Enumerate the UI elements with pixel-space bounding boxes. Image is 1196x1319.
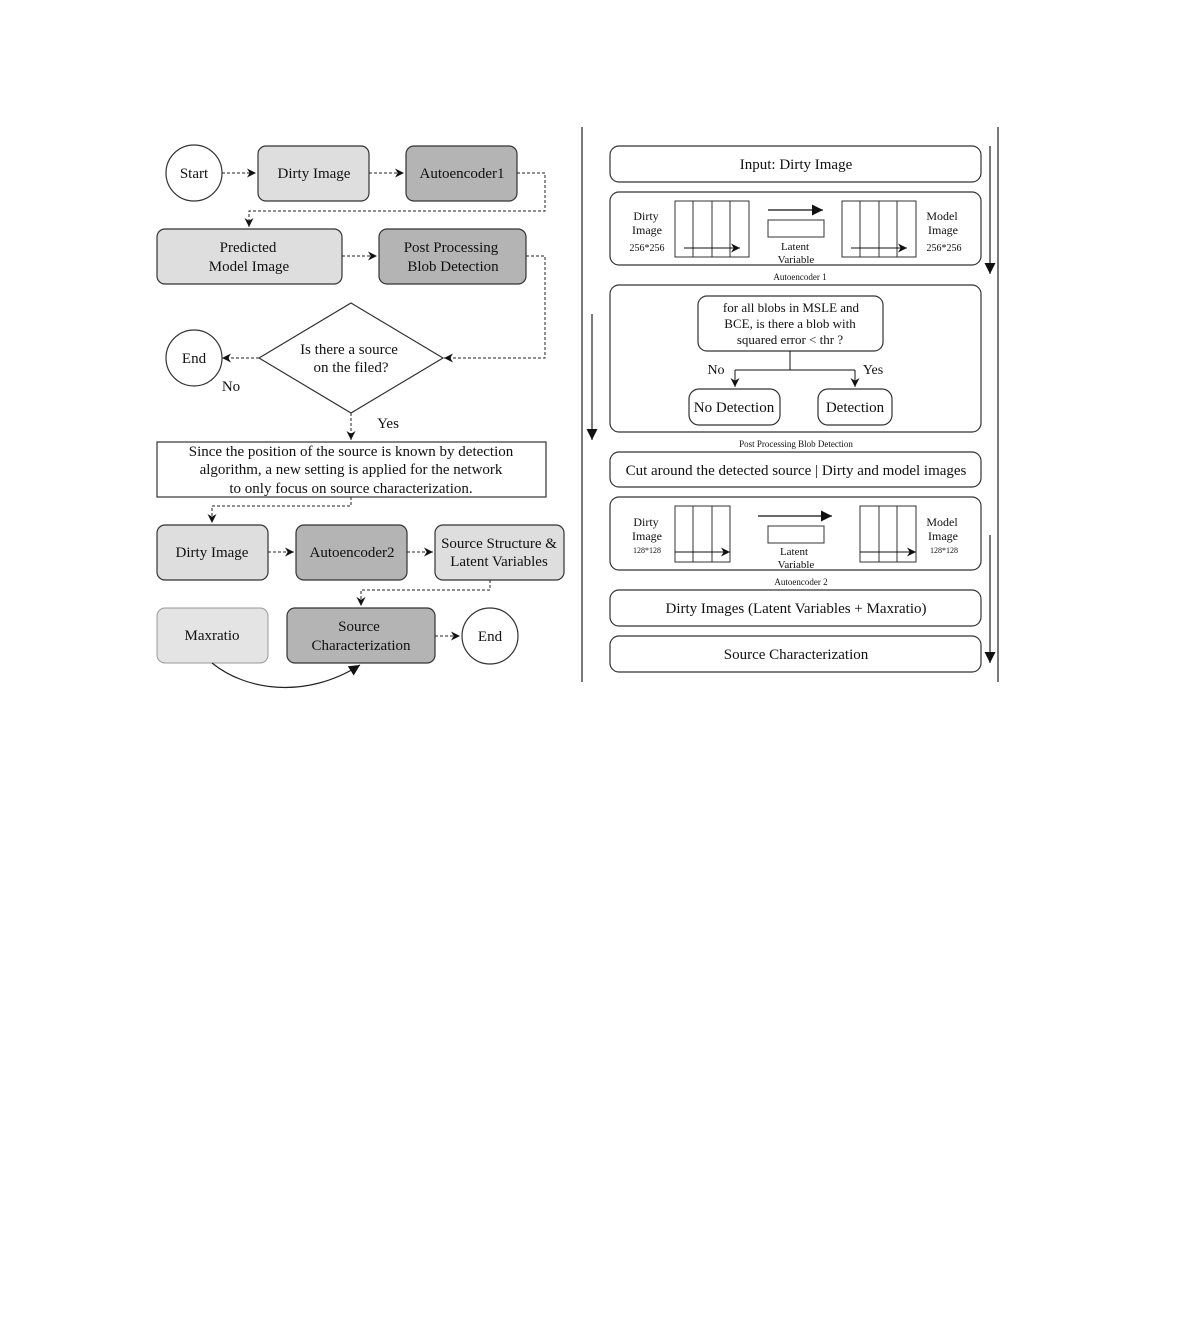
post-processing-line2: Blob Detection [407,259,499,275]
blob-detection-panel: for all blobs in MSLE and BCE, is there … [609,284,982,433]
blob-question-line2: BCE, is there a blob with [724,316,856,331]
ae1-caption: Autoencoder 1 [773,272,826,282]
autoencoder-1-panel: Dirty Image 256*256 Latent Variable [609,191,982,266]
ae2-decoder-block [859,505,917,563]
end-node-1: End [165,329,223,387]
right-flowchart: Input: Dirty Image Dirty Image 256*256 L… [586,145,996,673]
start-node: Start [165,144,223,202]
left-flowchart: Start Dirty Image Autoencoder1 Predicted… [156,144,565,689]
autoencoder1-label: Autoencoder1 [420,166,505,182]
ae1-encoder-block [674,200,750,258]
decision-diamond: Is there a source on the filed? [257,302,445,414]
ae2-encoder-block [674,505,731,563]
detection-label: Detection [826,400,885,416]
autoencoder-2-panel: Dirty Image 128*128 Latent Variable Mode… [609,496,982,571]
post-processing-line1: Post Processing [404,240,499,256]
no-detection-box [688,388,781,426]
ae2-model-line2: Image [928,529,958,543]
ae2-latent-line1: Latent [780,546,808,558]
no-detection-label: No Detection [694,400,775,416]
ae2-latent-box [767,525,825,544]
ae2-dirty-size: 128*128 [633,546,661,555]
predicted-model-image-box: Predicted Model Image [156,228,343,285]
blob-no-label: No [707,363,724,378]
end-node-2: End [461,607,519,665]
source-char-label: Source Characterization [724,647,869,663]
ae1-dirty-size: 256*256 [630,243,665,254]
dirty-images-label: Dirty Images (Latent Variables + Maxrati… [665,601,926,617]
source-structure-line1: Source Structure & [441,536,557,552]
detection-box [817,388,893,426]
ae1-model-size: 256*256 [927,243,962,254]
blob-question-line3: squared error < thr ? [737,332,843,347]
yes-label: Yes [377,416,399,432]
dirty-image-2-box: Dirty Image [156,524,269,581]
start-label: Start [180,166,209,182]
source-structure-line2: Latent Variables [450,554,548,570]
ae2-latent-line2: Variable [778,559,815,571]
decision-line2: on the filed? [314,360,389,376]
ae2-caption: Autoencoder 2 [774,577,827,587]
arrow-post-to-decision [444,255,546,363]
dirty-image-1-box: Dirty Image [257,145,370,202]
input-dirty-image-box: Input: Dirty Image [609,145,982,183]
predicted-label-line2: Model Image [209,259,290,275]
ae2-dirty-line2: Image [632,529,662,543]
dirty-image-2-label: Dirty Image [176,545,249,561]
blob-caption: Post Processing Blob Detection [739,439,853,449]
end-2-label: End [478,629,503,645]
decision-line1: Is there a source [300,342,398,358]
predicted-label-line1: Predicted [220,240,277,256]
source-structure-box: Source Structure & Latent Variables [434,524,565,581]
autoencoder2-label: Autoencoder2 [310,545,395,561]
post-processing-box: Post Processing Blob Detection [378,228,527,285]
arrow-ae1-to-predicted [244,172,546,227]
source-characterization-line2: Characterization [311,638,411,654]
input-label: Input: Dirty Image [740,157,853,173]
note-line3: to only focus on source characterization… [229,481,472,497]
no-label: No [222,379,240,395]
end-1-label: End [182,351,207,367]
cut-around-box: Cut around the detected source | Dirty a… [609,451,982,488]
blob-question-line1: for all blobs in MSLE and [723,300,860,315]
source-characterization-box: Source Characterization [286,607,436,664]
ae1-latent-line2: Variable [778,254,815,266]
blob-yes-label: Yes [863,363,883,378]
ae2-model-line1: Model [926,515,958,529]
dirty-image-1-label: Dirty Image [278,166,351,182]
ae1-latent-line1: Latent [781,241,809,253]
maxratio-box: Maxratio [156,607,269,664]
note-line1: Since the position of the source is know… [189,444,514,460]
arrow-note-to-dirty2 [207,497,352,523]
maxratio-label: Maxratio [185,628,240,644]
ae2-dirty-line1: Dirty [633,515,658,529]
note-box: Since the position of the source is know… [156,441,547,498]
ae1-model-line1: Model [926,209,958,223]
note-line2: algorithm, a new setting is applied for … [200,462,503,478]
dirty-images-box: Dirty Images (Latent Variables + Maxrati… [609,589,982,627]
ae1-latent-box [767,219,825,238]
ae1-model-line2: Image [928,223,958,237]
source-characterization-line1: Source [338,619,380,635]
autoencoder2-box: Autoencoder2 [295,524,408,581]
arrow-maxratio-to-characterization [211,662,361,689]
ae1-decoder-block [841,200,917,258]
source-characterization-panel: Source Characterization [609,635,982,673]
ae1-dirty-line2: Image [632,223,662,237]
cut-around-label: Cut around the detected source | Dirty a… [626,463,967,479]
ae1-dirty-line1: Dirty [633,209,658,223]
autoencoder1-box: Autoencoder1 [405,145,518,202]
arrow-structure-to-characterization [356,580,491,606]
ae2-model-size: 128*128 [930,546,958,555]
